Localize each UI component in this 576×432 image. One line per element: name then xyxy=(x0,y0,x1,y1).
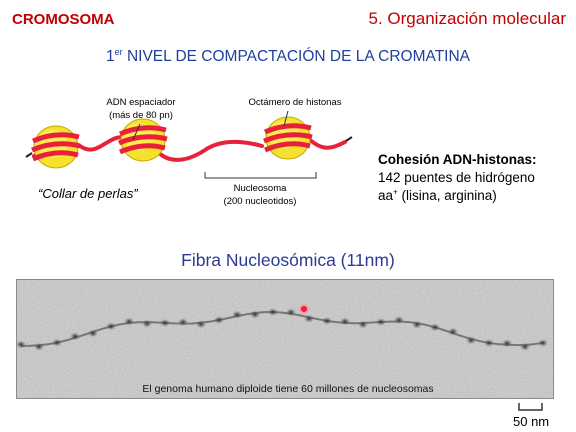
nucleosome-line2: (200 nucleotidos) xyxy=(223,195,297,207)
fibre-bead xyxy=(250,310,260,319)
fibre-bead xyxy=(160,318,170,327)
fibre-bead xyxy=(286,308,296,317)
fiber-title: Fibra Nucleosómica (11nm) xyxy=(181,250,395,270)
electron-micrograph xyxy=(16,279,554,399)
fibre-bead xyxy=(17,340,26,349)
micrograph-caption: El genoma humano diploide tiene 60 millo… xyxy=(142,383,434,395)
slide-label: CROMOSOMA xyxy=(12,11,115,28)
fibre-bead xyxy=(466,336,476,345)
fibre-bead xyxy=(88,329,98,338)
cohesion-line1: 142 puentes de hidrógeno xyxy=(378,170,535,186)
marker-dot xyxy=(299,304,309,314)
cohesion-title: Cohesión ADN-histonas: xyxy=(378,152,537,167)
fibre-bead xyxy=(502,339,512,348)
subtitle: 1er NIVEL DE COMPACTACIÓN DE LA CROMATIN… xyxy=(0,47,576,66)
fibre-bead xyxy=(178,318,188,327)
micrograph-bead-row xyxy=(17,308,548,351)
scale-bar xyxy=(518,403,543,411)
fibre-bead xyxy=(214,315,224,324)
fibre-bead xyxy=(376,318,386,327)
fibre-bead xyxy=(412,320,422,329)
cohesion-line2-suffix: (lisina, arginina) xyxy=(397,188,497,204)
dna-end-left xyxy=(25,152,33,158)
scale-label: 50 nm xyxy=(513,414,550,429)
fibre-bead xyxy=(322,316,332,325)
fibre-bead xyxy=(430,323,440,332)
fibre-bead xyxy=(358,320,368,329)
fibre-bead xyxy=(538,338,548,347)
subtitle-superscript: er xyxy=(114,47,123,57)
fibre-bead xyxy=(196,320,206,329)
nucleosome-label: Nucleosoma (200 nucleotidos) xyxy=(200,183,320,209)
fibre-bead xyxy=(232,310,242,319)
cohesion-line2-prefix: aa xyxy=(378,188,394,204)
fibre-bead xyxy=(52,338,62,347)
nucleosome-line1: Nucleosoma xyxy=(233,183,287,194)
octamer-pointer xyxy=(283,110,289,127)
spacer-pointer xyxy=(132,123,141,141)
nucleosome-bracket xyxy=(204,172,317,179)
nucleosome-diagram xyxy=(25,110,353,179)
dna-end-right xyxy=(345,136,353,142)
cohesion-box: Cohesión ADN-histonas: 142 puentes de hi… xyxy=(378,151,537,206)
fibre-bead xyxy=(70,332,80,341)
octamer-label: Octámero de histonas xyxy=(248,97,342,108)
fibre-bead xyxy=(124,317,134,326)
subtitle-text: NIVEL DE COMPACTACIÓN DE LA CROMATINA xyxy=(126,48,470,66)
subtitle-number: 1 xyxy=(105,48,115,66)
spacer-dna-label: ADN espaciador (más de 80 pn) xyxy=(86,97,196,123)
slide-heading: 5. Organización molecular xyxy=(368,9,566,28)
nucleosome-bead xyxy=(32,126,80,168)
cohesion-line2: aa+ (lisina, arginina) xyxy=(378,187,537,205)
nucleosome-bead xyxy=(264,117,312,159)
fibre-bead xyxy=(448,327,458,336)
fibre-bead xyxy=(394,316,404,325)
fibre-bead xyxy=(106,322,116,331)
micrograph-image xyxy=(17,280,553,398)
fibre-bead xyxy=(268,308,278,317)
fibre-bead xyxy=(484,338,494,347)
cohesion-line2-sup: + xyxy=(393,187,398,197)
spacer-dna-line2: (más de 80 pn) xyxy=(109,109,173,121)
fibre-bead xyxy=(142,319,152,328)
fibre-bead xyxy=(304,314,314,323)
beads-caption: “Collar de perlas” xyxy=(38,186,138,201)
fibre-bead xyxy=(340,317,350,326)
fibre-bead xyxy=(520,342,530,351)
spacer-dna-line1: ADN espaciador xyxy=(106,97,176,108)
fibre-bead xyxy=(34,342,44,351)
